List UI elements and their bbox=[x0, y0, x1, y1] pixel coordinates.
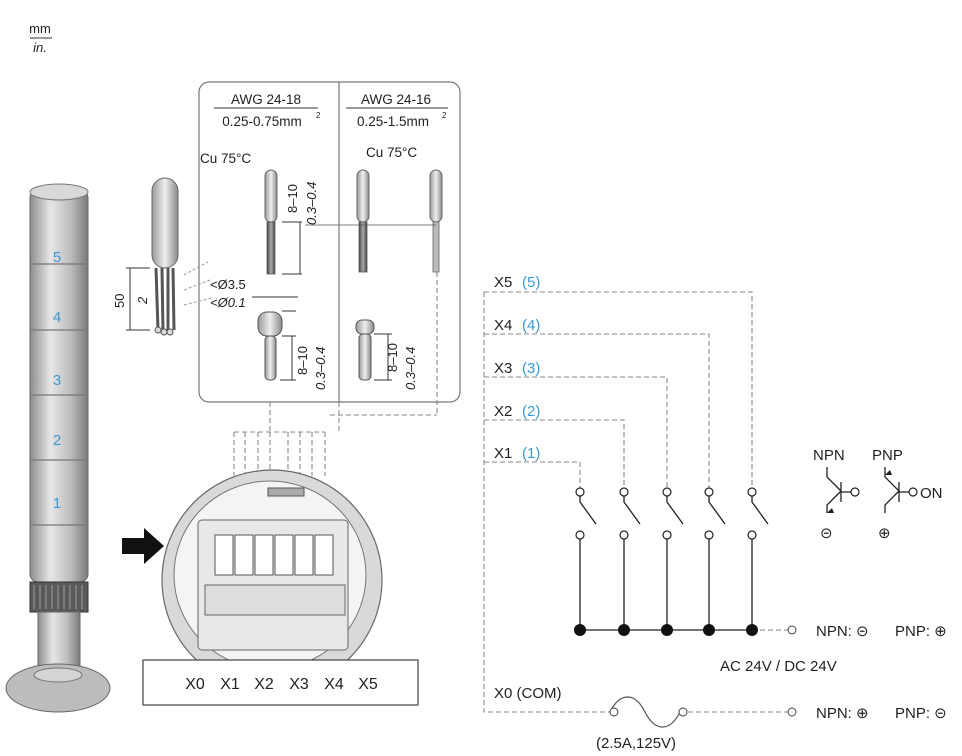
on-label: ON bbox=[920, 485, 943, 502]
signal-tower: 5 4 3 2 1 bbox=[5, 183, 111, 713]
ferrule1-length-mm: 8–10 bbox=[295, 346, 310, 375]
strip-length-in: 0.3–0.4 bbox=[304, 182, 319, 225]
input-x5-name: X5 bbox=[494, 274, 512, 291]
input-x1-num: (1) bbox=[522, 445, 540, 462]
area-sup-2: 2 bbox=[442, 111, 447, 120]
input-x5-num: (5) bbox=[522, 274, 540, 291]
tower-tier-1: 1 bbox=[53, 495, 61, 512]
tower-tier-4: 4 bbox=[53, 309, 61, 326]
input-x1-name: X1 bbox=[494, 445, 512, 462]
arrow-icon bbox=[122, 528, 164, 564]
transistor-symbols: NPN PNP ON ⊝ ⊕ bbox=[813, 447, 943, 542]
terminal-label-x0: X0 bbox=[185, 676, 205, 693]
bottom-npn-polarity: NPN: ⊕ bbox=[816, 705, 869, 722]
ferrule1-length-in: 0.3–0.4 bbox=[313, 347, 328, 390]
area-075-label: 0.25-0.75mm bbox=[222, 114, 302, 129]
bottom-pnp-polarity: PNP: ⊝ bbox=[895, 705, 947, 722]
area-15-label: 0.25-1.5mm bbox=[357, 114, 429, 129]
terminal-label-x3: X3 bbox=[289, 676, 309, 693]
pnp-plus-symbol: ⊕ bbox=[878, 525, 891, 542]
ferrule2-length-mm: 8–10 bbox=[385, 343, 400, 372]
npn-minus-symbol: ⊝ bbox=[820, 525, 833, 542]
cable-mm: 50 bbox=[112, 294, 127, 308]
strip-length-mm: 8–10 bbox=[285, 184, 300, 213]
terminal-label-x1: X1 bbox=[220, 676, 240, 693]
fuse-label: (2.5A,125V) bbox=[596, 735, 676, 752]
input-x4-name: X4 bbox=[494, 317, 512, 334]
area-sup-1: 2 bbox=[316, 111, 321, 120]
pnp-label: PNP bbox=[872, 447, 903, 464]
diameter-in: <Ø0.1 bbox=[210, 295, 246, 310]
input-x2-num: (2) bbox=[522, 403, 540, 420]
cable-illustration: 50 2 bbox=[112, 177, 213, 336]
terminal-label-x2: X2 bbox=[254, 676, 274, 693]
terminal-label-x5: X5 bbox=[358, 676, 378, 693]
top-pnp-polarity: PNP: ⊕ bbox=[895, 623, 947, 640]
unit-mm: mm bbox=[29, 21, 51, 36]
temp-label-2: Cu 75°C bbox=[366, 145, 417, 160]
terminal-block-view: X0 X1 X2 X3 X4 X5 bbox=[142, 402, 419, 706]
input-x4-num: (4) bbox=[522, 317, 540, 334]
temp-label-1: Cu 75°C bbox=[200, 151, 251, 166]
top-npn-polarity: NPN: ⊝ bbox=[816, 623, 869, 640]
terminal-label-x4: X4 bbox=[324, 676, 344, 693]
input-x2-name: X2 bbox=[494, 403, 512, 420]
units-legend: mm in. bbox=[29, 21, 52, 55]
ferrule2-length-in: 0.3–0.4 bbox=[403, 347, 418, 390]
wire-spec-panel: AWG 24-18 0.25-0.75mm 2 AWG 24-16 0.25-1… bbox=[198, 81, 461, 416]
input-x3-name: X3 bbox=[494, 360, 512, 377]
unit-in: in. bbox=[33, 40, 47, 55]
npn-label: NPN bbox=[813, 447, 845, 464]
awg-18-label: AWG 24-18 bbox=[231, 92, 301, 107]
common-label: X0 (COM) bbox=[494, 685, 562, 702]
awg-16-label: AWG 24-16 bbox=[361, 92, 431, 107]
input-x3-num: (3) bbox=[522, 360, 540, 377]
tower-tier-3: 3 bbox=[53, 372, 61, 389]
diameter-mm: <Ø3.5 bbox=[210, 277, 246, 292]
supply-label: AC 24V / DC 24V bbox=[720, 658, 837, 675]
circuit-diagram: X5 (5) X4 (4) X3 (3) X2 (2) X1 (1) X0 (C… bbox=[483, 274, 947, 752]
cable-in: 2 bbox=[135, 296, 150, 305]
tower-tier-2: 2 bbox=[53, 432, 61, 449]
tower-tier-5: 5 bbox=[53, 249, 61, 266]
